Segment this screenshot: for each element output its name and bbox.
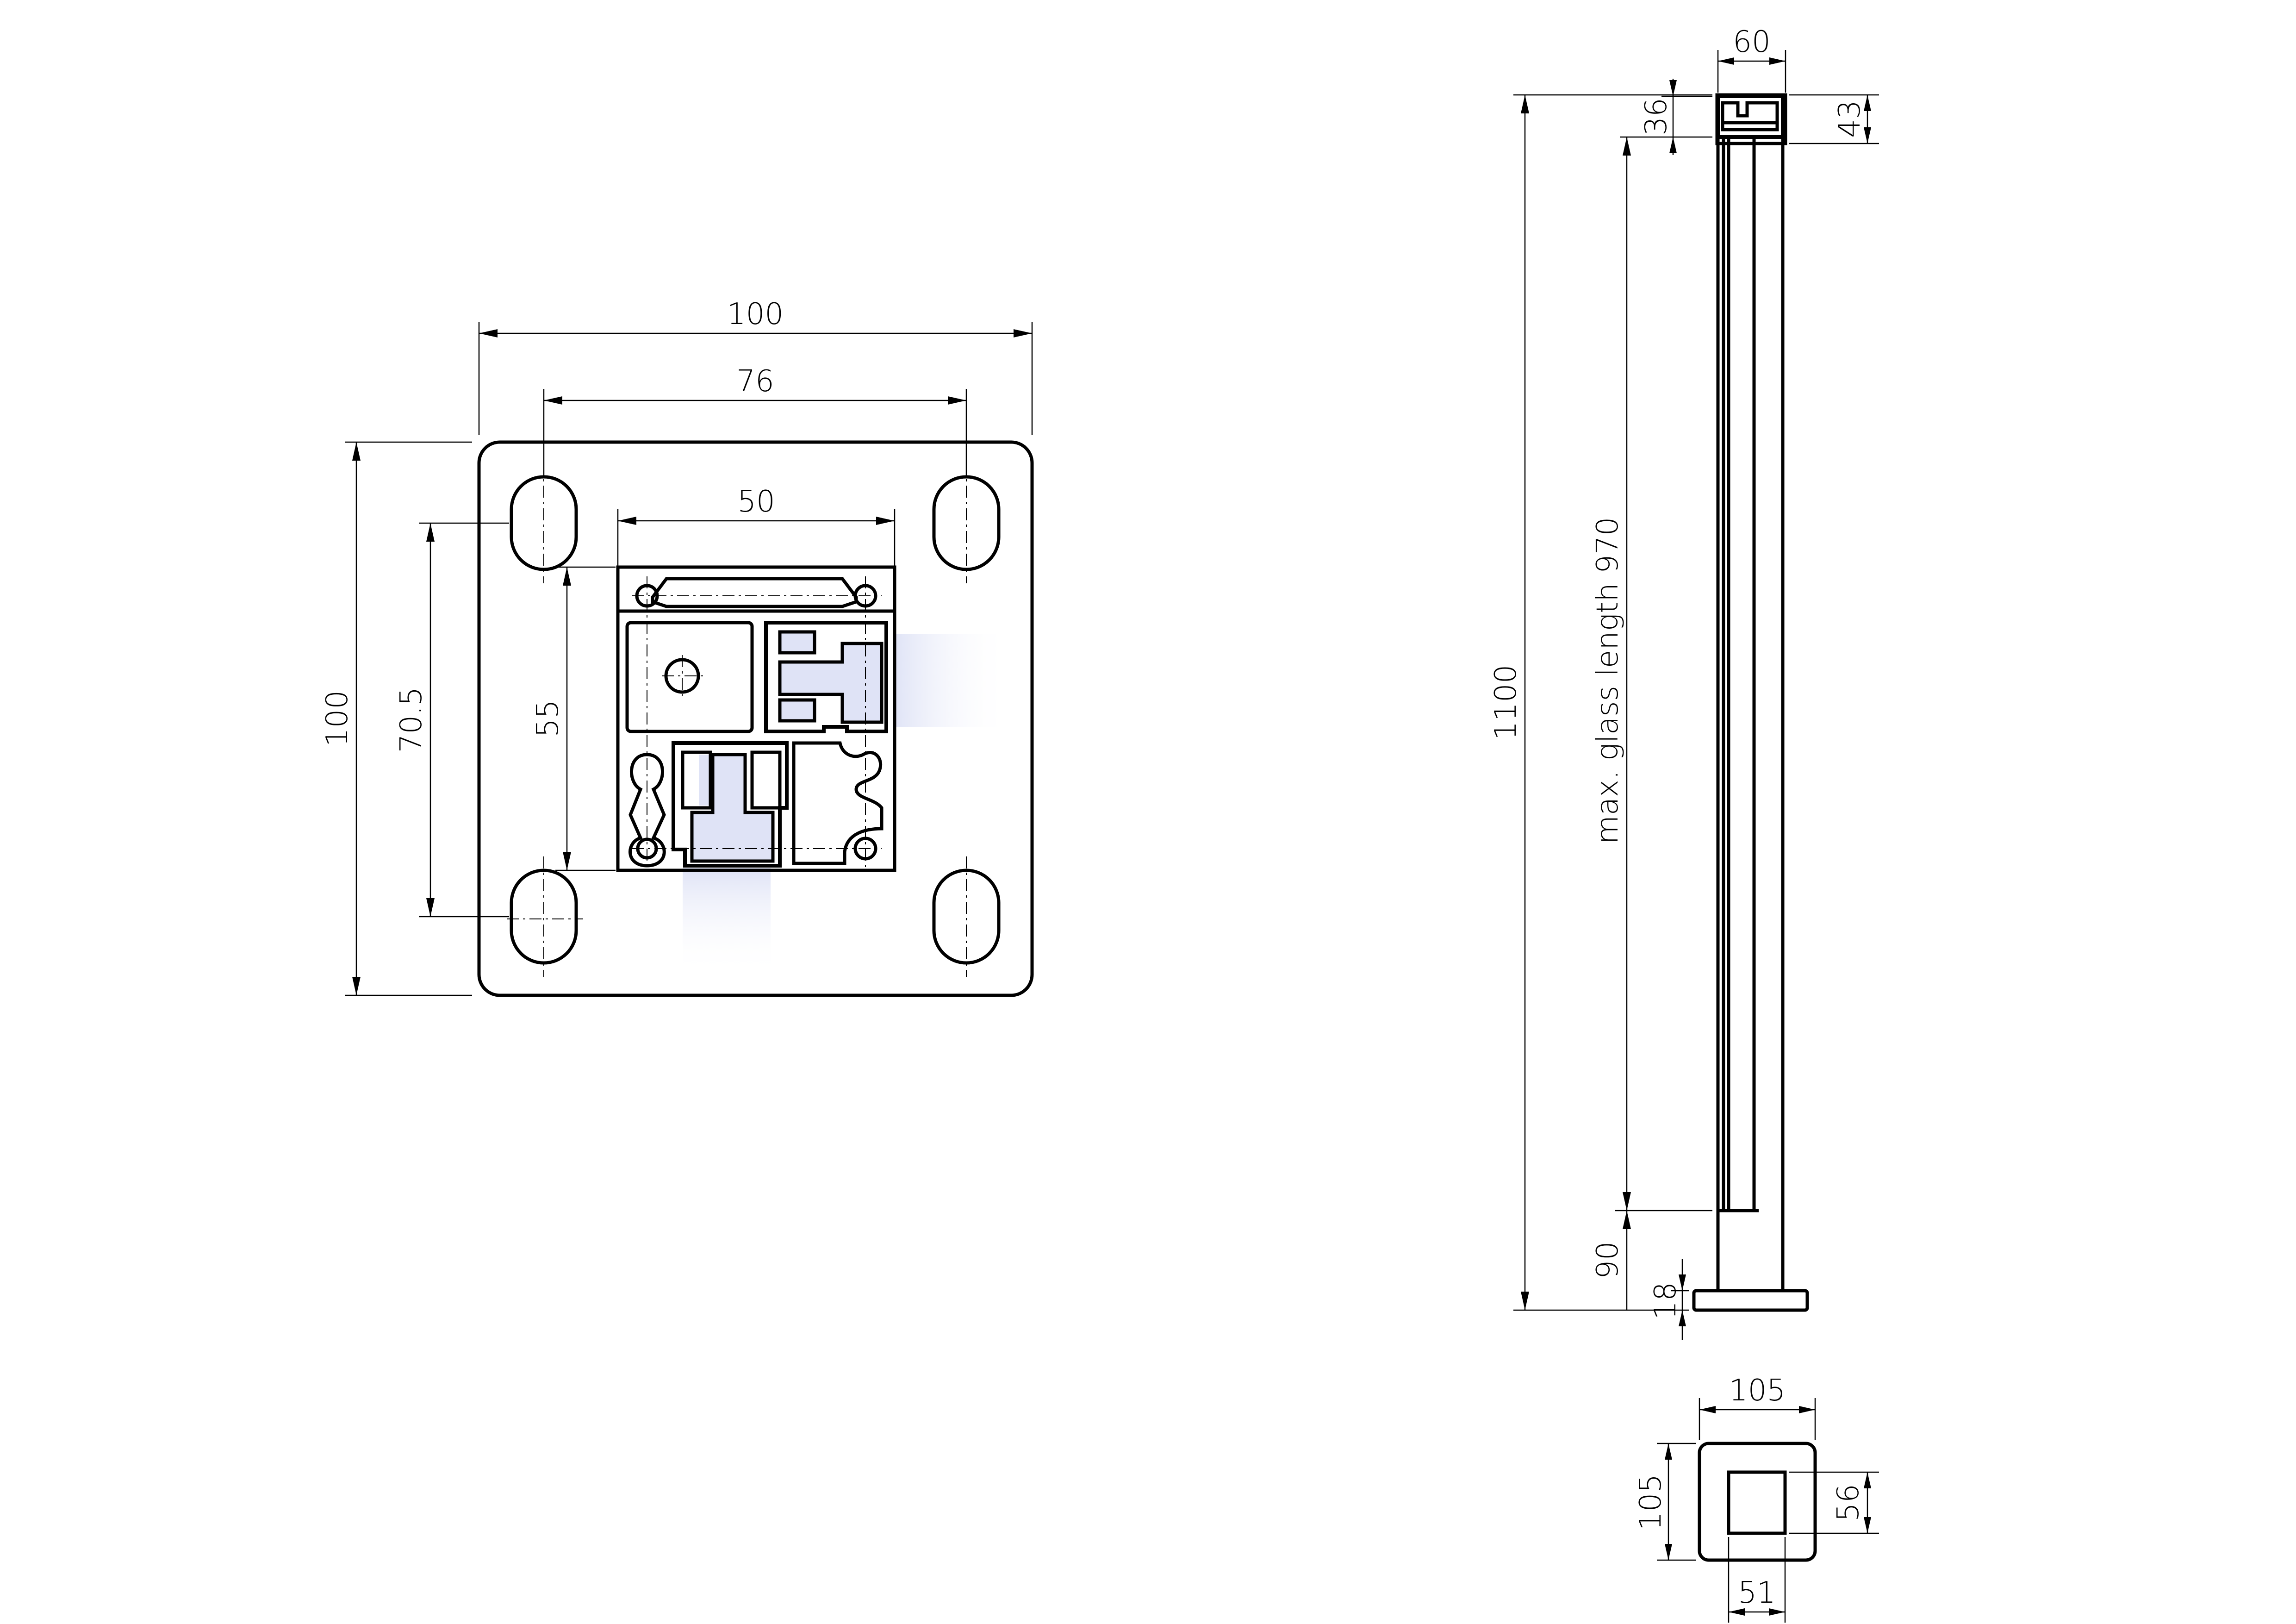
top-channel [651, 577, 858, 608]
post-square-inner [1727, 1470, 1787, 1535]
plan-view: 100 76 50 100 70.5 [320, 297, 1034, 997]
side-elevation: 60 36 43 1100 max. glass length 970 90 [1489, 25, 1879, 1340]
base-plate-outline [477, 440, 1034, 997]
dim-width-profile: 50 [737, 485, 775, 519]
plan-dimensions: 100 76 50 100 70.5 [320, 297, 1033, 996]
dim-top-clamp-height: 36 [1639, 98, 1674, 135]
dim-bottom-offset: 90 [1591, 1241, 1625, 1279]
base-plate-side [1692, 1289, 1809, 1312]
dim-post-height: 56 [1831, 1484, 1866, 1521]
dim-width-holes: 76 [736, 364, 774, 399]
dim-width-outer: 100 [727, 297, 784, 331]
dim-top-width: 60 [1733, 25, 1770, 59]
dim-base-width: 105 [1729, 1374, 1786, 1408]
dim-post-width: 51 [1738, 1576, 1775, 1610]
dim-top-cap-height: 43 [1833, 100, 1867, 137]
dim-height-profile: 55 [531, 700, 565, 737]
dim-height-holes: 70.5 [394, 687, 429, 753]
chamber-bottom-middle [672, 741, 789, 868]
base-view: 105 105 56 51 [1634, 1374, 1879, 1623]
chamber-top-right [764, 621, 888, 733]
slot-hole-bottom-left [510, 868, 578, 965]
dim-base-height: 105 [1634, 1474, 1668, 1530]
tint-down [683, 868, 771, 974]
dim-height-outer: 100 [320, 690, 355, 747]
tint-right [893, 634, 1009, 727]
dim-glass-length: max. glass length 970 [1591, 517, 1625, 844]
chamber-top-left [625, 621, 754, 733]
chamber-bottom-right [792, 741, 884, 865]
post-profile-section [616, 565, 896, 872]
dim-base-thickness: 18 [1649, 1282, 1683, 1319]
profile-outline [616, 565, 896, 872]
dim-total-height: 1100 [1489, 665, 1523, 740]
base-square-outer [1698, 1442, 1817, 1562]
slot-hole-bottom-right [932, 868, 1001, 965]
top-clamp [1716, 94, 1785, 139]
